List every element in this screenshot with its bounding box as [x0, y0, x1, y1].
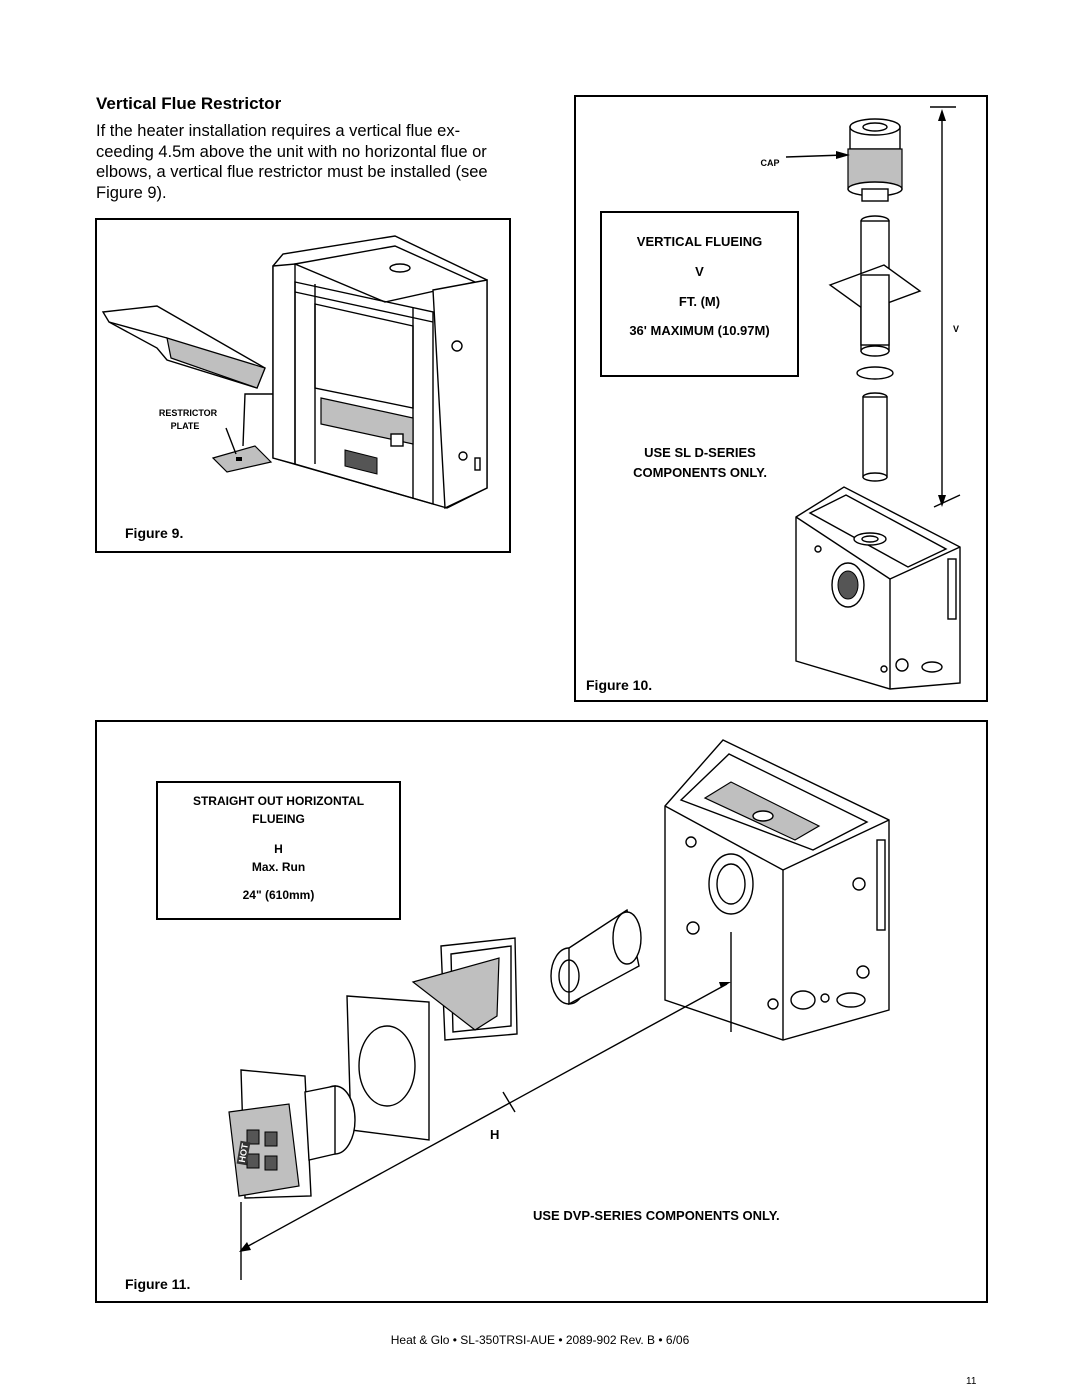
sl-d-series-note-line2: COMPONENTS ONLY. — [633, 465, 767, 480]
figure-9-illustration — [101, 235, 488, 510]
sl-d-series-note-line1: USE SL D-SERIES — [644, 445, 756, 460]
plate-label: PLATE — [170, 421, 200, 431]
intro-paragraph: If the heater installation requires a ve… — [96, 122, 488, 202]
restrictor-label: RESTRICTOR — [158, 408, 218, 418]
sl-d-series-note: USE SL D-SERIES COMPONENTS ONLY. — [600, 443, 800, 483]
horizontal-flueing-h: H — [274, 842, 283, 856]
page-number: 11 — [966, 1376, 977, 1387]
v-dimension-label: V — [952, 324, 959, 334]
vertical-flueing-maximum: 36' MAXIMUM (10.97M) — [629, 323, 770, 338]
h-dimension-label: H — [490, 1127, 500, 1142]
horizontal-flueing-length: 24" (610mm) — [242, 888, 315, 902]
figure-10-illustration — [785, 106, 961, 690]
vertical-flueing-box: VERTICAL FLUEING V FT. (M) 36' MAXIMUM (… — [600, 211, 799, 377]
figure-9-caption: Figure 9. — [125, 525, 184, 541]
figure-11-illustration — [228, 739, 890, 1280]
figure-11-caption: Figure 11. — [125, 1276, 191, 1292]
horizontal-flueing-box: STRAIGHT OUT HORIZONTAL FLUEING H Max. R… — [156, 781, 401, 920]
horizontal-flueing-subtitle: FLUEING — [252, 812, 305, 826]
horizontal-flueing-title: STRAIGHT OUT HORIZONTAL — [192, 794, 365, 808]
cap-label: CAP — [760, 158, 780, 168]
footer-text: Heat & Glo • SL-350TRSI-AUE • 2089-902 R… — [390, 1333, 690, 1347]
vertical-flueing-v: V — [695, 264, 704, 279]
dvp-series-note: USE DVP-SERIES COMPONENTS ONLY. — [533, 1208, 780, 1223]
horizontal-flueing-max-run: Max. Run — [251, 860, 306, 874]
vertical-flueing-title: VERTICAL FLUEING — [636, 234, 763, 249]
figure-10-caption: Figure 10. — [586, 677, 653, 693]
vertical-flueing-units: FT. (M) — [678, 294, 721, 309]
section-heading: Vertical Flue Restrictor — [96, 94, 282, 113]
